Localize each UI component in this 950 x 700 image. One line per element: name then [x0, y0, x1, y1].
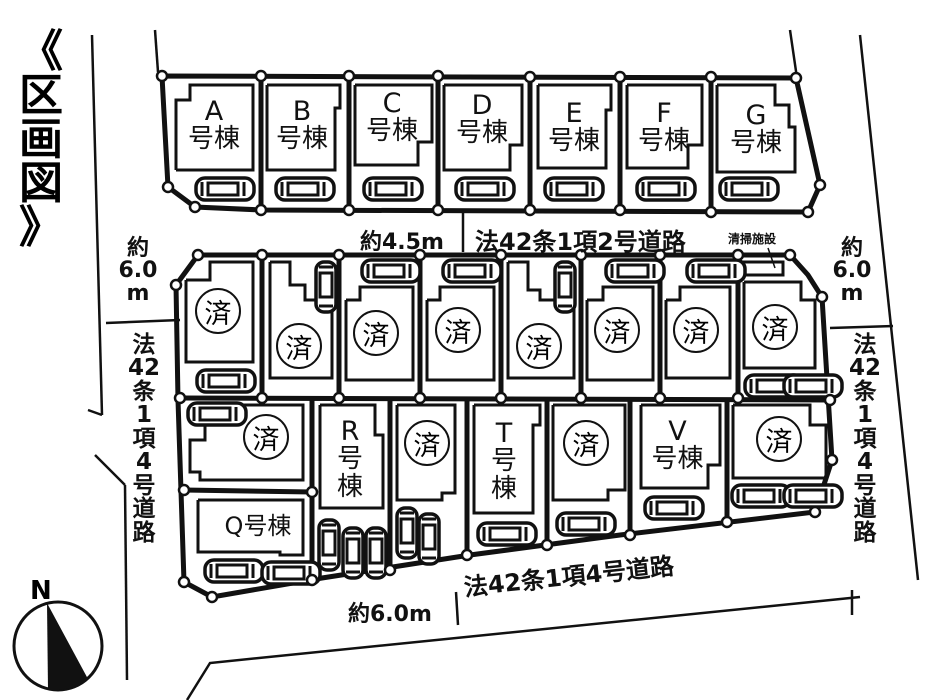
- road-char: 号: [853, 472, 877, 499]
- east-road-width: 約 6.0 m: [832, 236, 872, 306]
- north-cars: [194, 176, 780, 202]
- road-char: 道: [132, 496, 156, 523]
- lot-suffix: 号棟: [651, 444, 704, 475]
- west-road-label: 法 42 条 1 項 4 号 道 路: [124, 332, 164, 546]
- lot-suffix: 号棟: [365, 116, 418, 147]
- lot-q-label[interactable]: Q号棟: [216, 512, 300, 540]
- north-road-width: 約4.5m: [360, 230, 444, 255]
- dim-char: 6.0: [832, 258, 872, 284]
- cleaning-facility-label: 清掃施設: [728, 232, 777, 246]
- sold-mark: 済: [594, 307, 640, 353]
- lot-letter: V: [668, 416, 687, 447]
- lot-letter: T: [495, 418, 513, 449]
- lot-suffix: 号棟: [187, 124, 240, 155]
- north-road-label: 法42条1項2号道路: [475, 228, 686, 256]
- road-edge-lines: [87, 29, 920, 700]
- road-char: 42: [848, 355, 881, 382]
- sold-mark: 済: [673, 307, 719, 353]
- west-road-width: 約 6.0 m: [118, 236, 158, 306]
- lot-suffix: 号: [336, 444, 363, 475]
- title-char: 区: [19, 70, 63, 121]
- sold-mark: 済: [516, 323, 562, 369]
- road-char: 条: [132, 378, 156, 405]
- road-char: 路: [853, 519, 877, 546]
- lot-letter: C: [382, 88, 402, 119]
- dim-char: 約: [840, 236, 863, 261]
- dim-char: m: [126, 280, 150, 306]
- dim-char: 約: [126, 236, 149, 261]
- lot-letter: G: [745, 100, 767, 131]
- lot-suffix: 号棟: [275, 124, 328, 155]
- lot-letter: F: [656, 98, 672, 129]
- lot-letter: E: [565, 98, 583, 129]
- lot-letter: B: [292, 96, 312, 127]
- road-char: 1: [135, 402, 152, 429]
- boundary-nodes: [155, 69, 839, 604]
- road-char: 4: [856, 449, 873, 476]
- road-char: 道: [853, 496, 877, 523]
- north-compass: [12, 600, 104, 692]
- south-row2-houses: [188, 403, 828, 557]
- title-char: 図: [19, 158, 63, 209]
- title-bracket-open: 《: [19, 26, 63, 77]
- lot-suffix: 棟: [336, 471, 363, 502]
- east-road-label: 法 42 条 1 項 4 号 道 路: [845, 332, 885, 546]
- lot-letter: D: [471, 90, 493, 121]
- sold-mark: 済: [756, 416, 802, 462]
- lot-suffix: 号: [490, 446, 517, 477]
- road-char: 条: [853, 378, 877, 405]
- dim-char: 6.0: [118, 258, 158, 284]
- lot-suffix: 号棟: [637, 126, 690, 157]
- lot-letter: R: [340, 416, 360, 447]
- page-title: 《 区 画 図 》: [16, 30, 66, 250]
- title-char: 画: [19, 114, 63, 165]
- road-char: 路: [132, 519, 156, 546]
- road-char: 42: [127, 355, 160, 382]
- sold-mark: 済: [353, 310, 399, 356]
- facility-leader-line: [767, 247, 776, 269]
- lot-suffix: 棟: [490, 473, 517, 504]
- road-char: 号: [132, 472, 156, 499]
- sold-mark: 済: [563, 420, 609, 466]
- lot-q-text: Q号棟: [224, 512, 292, 540]
- road-char: 4: [135, 449, 152, 476]
- sold-mark: 済: [243, 414, 289, 460]
- sold-mark: 済: [276, 323, 322, 369]
- road-char: 法: [132, 332, 156, 358]
- compass-north-label: N: [30, 576, 52, 606]
- sold-mark: 済: [404, 420, 450, 466]
- lot-letter: A: [204, 96, 224, 127]
- road-char: 項: [853, 425, 877, 452]
- sold-mark: 済: [195, 288, 241, 334]
- north-houses: [174, 83, 797, 174]
- cleaning-facility-area: [742, 260, 785, 277]
- lot-suffix: 号棟: [455, 118, 508, 149]
- road-char: 法: [853, 332, 877, 358]
- road-char: 1: [856, 402, 873, 429]
- dim-char: m: [840, 280, 864, 306]
- lot-suffix: 号棟: [547, 126, 600, 157]
- sold-mark: 済: [435, 307, 481, 353]
- south-road-width: 約6.0m: [348, 602, 432, 627]
- sold-mark: 済: [752, 304, 798, 350]
- road-char: 項: [132, 425, 156, 452]
- south-row1-houses: [184, 260, 817, 382]
- title-bracket-close: 》: [19, 202, 63, 253]
- lot-suffix: 号棟: [729, 128, 782, 159]
